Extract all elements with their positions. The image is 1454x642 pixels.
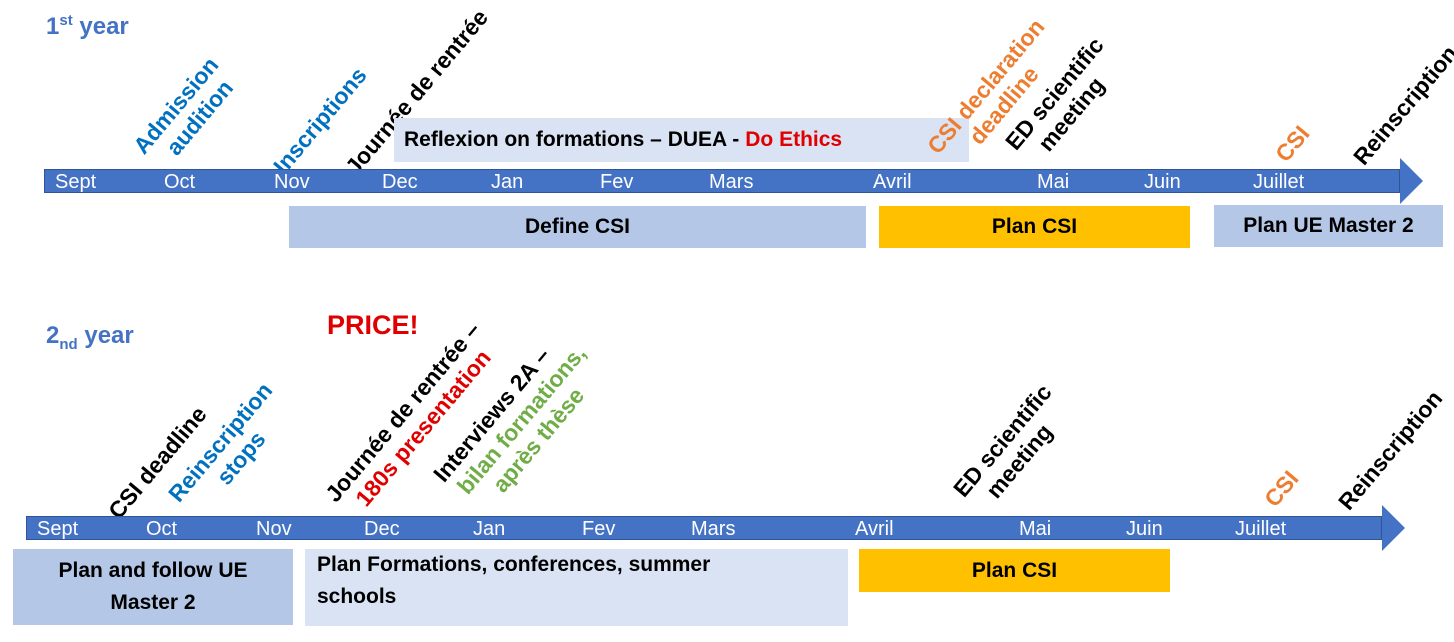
y1-plan-ue-box: Plan UE Master 2	[1214, 205, 1443, 247]
year1-title-word: year	[79, 13, 129, 40]
y2-price-label: PRICE!	[327, 310, 419, 340]
y1-month: Fev	[600, 171, 634, 193]
y1-plan-csi-box: Plan CSI	[879, 206, 1190, 248]
y1-banner-highlight: Do Ethics	[745, 128, 843, 151]
y1-banner-text: Reflexion on formations – DUEA -	[404, 128, 740, 151]
y2-event-csi: CSI	[1259, 465, 1304, 512]
y1-month: Jan	[491, 171, 524, 193]
y1-month: Dec	[382, 171, 418, 193]
year2-title-number: 2	[46, 322, 60, 349]
y2-month: Fev	[582, 518, 616, 540]
y1-event-csi: CSI	[1270, 120, 1315, 167]
y2-month: Juillet	[1235, 518, 1287, 540]
y2-month: Jan	[473, 518, 506, 540]
year2-title-sub: nd	[59, 335, 78, 353]
y1-month: Oct	[164, 171, 196, 193]
y1-month: Juillet	[1253, 171, 1305, 193]
year1-title-number: 1	[46, 13, 60, 40]
y2-plan-csi-box: Plan CSI	[859, 549, 1170, 592]
y2-plan-formations-box: Plan Formations, conferences, summer sch…	[305, 549, 848, 626]
y2-plan-follow-ue-box: Plan and follow UE Master 2	[13, 549, 293, 625]
y1-event-reinscription: Reinscription	[1348, 40, 1454, 170]
y1-month: Mai	[1037, 171, 1070, 193]
y2-event-reinscription: Reinscription	[1333, 385, 1448, 515]
y2-month: Nov	[256, 518, 292, 540]
year1-title-sup: st	[59, 12, 73, 29]
y1-timeline-axis	[44, 169, 1400, 193]
y1-reflexion-banner: Reflexion on formations – DUEA - Do Ethi…	[394, 118, 969, 162]
y2-month: Avril	[855, 518, 894, 540]
year2-title: 2nd year	[46, 322, 134, 353]
year2-title-word: year	[84, 322, 134, 349]
y1-event-admission: Admission audition	[128, 51, 239, 161]
year1-title: 1st year	[46, 12, 129, 41]
y2-timeline-axis	[26, 516, 1382, 540]
y2-timeline-arrowhead	[1382, 505, 1405, 551]
y2-month: Juin	[1126, 518, 1163, 540]
y2-month: Mai	[1019, 518, 1052, 540]
y2-event-ed-meeting: ED scientific meeting	[948, 379, 1058, 504]
y1-month: Mars	[709, 171, 754, 193]
y1-timeline-arrowhead	[1400, 158, 1423, 204]
y1-month: Sept	[55, 171, 97, 193]
y1-define-csi-box: Define CSI	[289, 206, 866, 248]
y1-month: Juin	[1144, 171, 1181, 193]
y2-month: Mars	[691, 518, 736, 540]
y1-month: Nov	[274, 171, 310, 193]
y2-month: Dec	[364, 518, 400, 540]
y2-month: Oct	[146, 518, 178, 540]
y1-month: Avril	[873, 171, 912, 193]
y2-month: Sept	[37, 518, 79, 540]
